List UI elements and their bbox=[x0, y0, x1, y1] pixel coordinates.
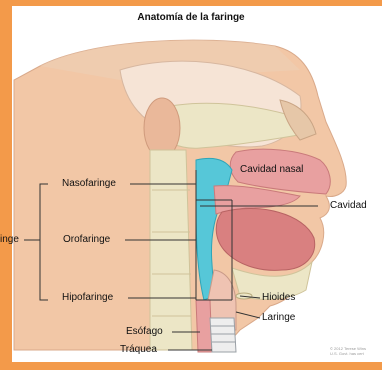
label-laringe: Laringe bbox=[262, 312, 295, 323]
label-faringe: inge bbox=[0, 234, 19, 245]
trachea bbox=[210, 318, 236, 352]
label-hioides: Hioides bbox=[262, 292, 295, 303]
spine bbox=[150, 150, 192, 350]
label-esofago: Esófago bbox=[126, 326, 163, 337]
esophagus bbox=[196, 300, 212, 352]
label-traquea: Tráquea bbox=[120, 344, 157, 355]
diagram-title: Anatomía de la faringe bbox=[0, 12, 382, 23]
label-orofaringe: Orofaringe bbox=[63, 234, 110, 245]
credit-line-2: U.S. Govt. has cert bbox=[330, 351, 366, 356]
label-nasofaringe: Nasofaringe bbox=[62, 178, 116, 189]
copyright-credit: © 2012 Terese Wins U.S. Govt. has cert bbox=[330, 346, 366, 356]
label-cavidad-oral: Cavidad bbox=[330, 200, 367, 211]
label-hipofaringe: Hipofaringe bbox=[62, 292, 113, 303]
ear bbox=[144, 98, 180, 158]
label-cavidad-nasal: Cavidad nasal bbox=[240, 164, 303, 175]
